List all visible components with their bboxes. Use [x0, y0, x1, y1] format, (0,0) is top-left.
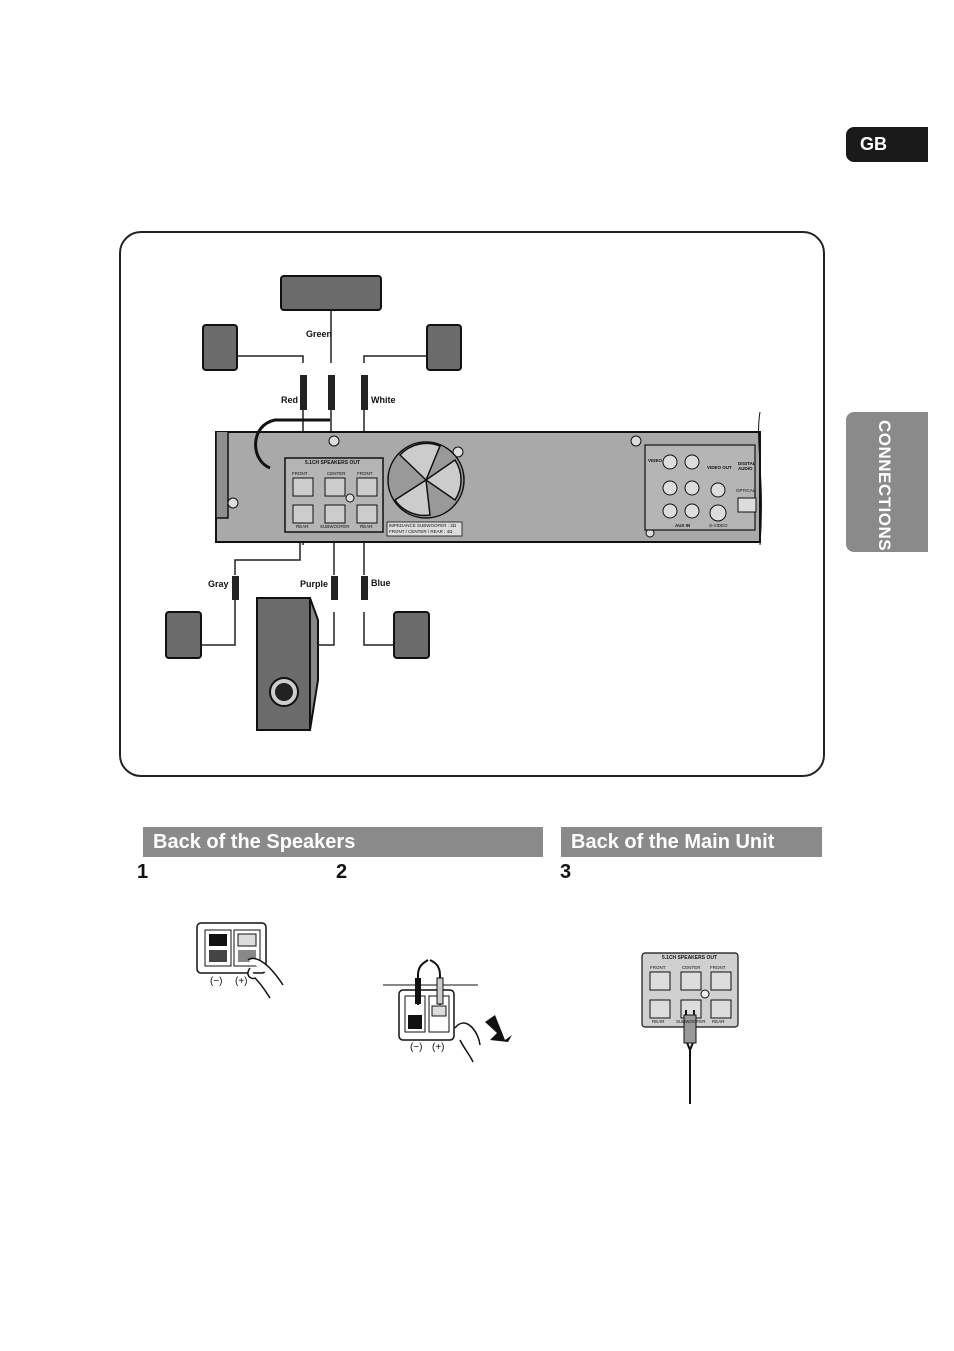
panel-subwoofer-label: SUBWOOFER — [320, 524, 350, 529]
wire-label-red: Red — [281, 395, 299, 405]
panel-rear-right-label: REAR — [360, 524, 373, 529]
language-tab: GB — [846, 127, 928, 162]
main-unit-rear — [215, 411, 762, 546]
mini-panel-center: CENTER — [682, 965, 701, 970]
panel-front-right-label: FRONT — [357, 471, 373, 476]
rear-right-speaker — [393, 611, 430, 659]
panel-speakers-out-label: 5.1CH SPEAKERS OUT — [305, 460, 361, 466]
step-number-1: 1 — [137, 861, 149, 883]
panel-impedance-line1: IMPEDANCE SUBWOOFER : 3Ω — [389, 523, 457, 528]
section-back-of-main-unit: Back of the Main Unit — [561, 827, 822, 857]
panel-impedance-line2: FRONT / CENTER / REAR : 4Ω — [389, 529, 453, 534]
wire-label-white: White — [371, 395, 396, 405]
panel-video-out-label: VIDEO OUT — [707, 465, 732, 470]
mini-panel-front-right: FRONT — [710, 965, 726, 970]
step3-panel-illustration — [641, 952, 739, 1104]
step1-minus-label: (−) — [210, 976, 223, 987]
rear-left-speaker — [165, 611, 202, 659]
mini-panel-rear-left: REAR — [652, 1019, 665, 1024]
wire-label-purple: Purple — [300, 579, 329, 589]
connection-diagram-frame — [119, 231, 825, 777]
front-left-speaker — [202, 324, 238, 371]
panel-digital-audio-label: DIGITAL AUDIO — [738, 461, 756, 471]
panel-rear-left-label: REAR — [296, 524, 309, 529]
language-tab-label: GB — [860, 134, 887, 154]
wire-label-blue: Blue — [371, 578, 391, 588]
section-back-of-speakers: Back of the Speakers — [143, 827, 543, 857]
section-tab: CONNECTIONS — [846, 412, 928, 552]
step1-plus-label: (+) — [235, 976, 248, 987]
step-number-3: 3 — [560, 861, 572, 883]
section-tab-label: CONNECTIONS — [875, 420, 894, 552]
wire-plugs — [232, 375, 368, 600]
step2-terminal-illustration — [383, 959, 512, 1063]
wire-label-gray: Gray — [208, 579, 229, 589]
panel-video-label: VIDEO — [648, 458, 663, 463]
panel-optical-label: OPTICAL — [736, 488, 756, 493]
step1-terminal-illustration — [196, 922, 284, 999]
mini-panel-front-left: FRONT — [650, 965, 666, 970]
step2-plus-label: (+) — [432, 1042, 445, 1053]
panel-center-label: CENTER — [327, 471, 346, 476]
mini-panel-title: 5.1CH SPEAKERS OUT — [662, 955, 718, 961]
front-right-speaker — [426, 324, 462, 371]
step-number-2: 2 — [336, 861, 348, 883]
panel-s-video-label: S-VIDEO — [709, 523, 728, 528]
panel-aux-in-label: AUX IN — [675, 523, 691, 528]
mini-panel-rear-right: REAR — [712, 1019, 725, 1024]
wire-label-green: Green — [306, 329, 333, 339]
subwoofer — [256, 597, 319, 731]
step2-minus-label: (−) — [410, 1042, 423, 1053]
mini-panel-subwoofer: SUBWOOFER — [676, 1019, 706, 1024]
panel-front-left-label: FRONT — [292, 471, 308, 476]
center-speaker — [280, 275, 382, 311]
